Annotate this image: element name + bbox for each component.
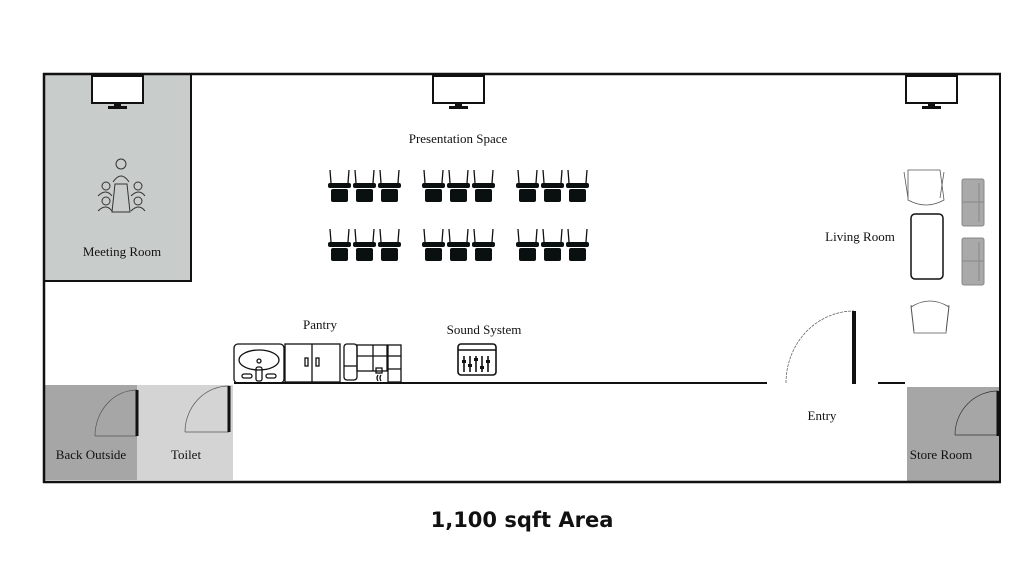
chair-icon (328, 228, 351, 261)
meeting-table-icon (97, 158, 146, 213)
armchair-top-icon (903, 169, 945, 206)
chair-icon (472, 228, 495, 261)
back-outside-area (44, 385, 137, 480)
chair-icon (516, 169, 539, 202)
coffee-table-icon (910, 213, 944, 280)
chair-icon (422, 169, 445, 202)
pantry-label: Pantry (303, 317, 337, 332)
chair-icon (328, 169, 351, 202)
monitor-icon (91, 75, 144, 109)
toilet-door-icon (184, 385, 231, 433)
meeting-room-label: Meeting Room (83, 244, 161, 259)
entry-label: Entry (808, 408, 837, 423)
chair-icon (447, 169, 470, 202)
area-title: 1,100 sqft Area (431, 508, 614, 532)
chair-icon (516, 228, 539, 261)
pantry-appliances-icon (233, 343, 402, 384)
toilet-area (137, 385, 233, 480)
chair-icon (378, 169, 401, 202)
sofa-top-icon (961, 178, 985, 227)
armchair-bottom-icon (910, 300, 950, 334)
presentation-space-label: Presentation Space (409, 131, 508, 146)
entry-door-icon (785, 310, 856, 384)
chair-icon (378, 228, 401, 261)
walls (42, 72, 1001, 484)
chair-icon (566, 228, 589, 261)
store-room-area (907, 387, 999, 482)
chair-icon (353, 169, 376, 202)
chair-icon (447, 228, 470, 261)
store-room-label: Store Room (910, 447, 972, 462)
sofa-bottom-icon (961, 237, 985, 286)
monitor-icon (905, 75, 958, 109)
chair-icon (566, 169, 589, 202)
back-outside-door-icon (94, 389, 139, 437)
back-outside-label: Back Outside (56, 447, 127, 462)
chair-icon (541, 228, 564, 261)
monitor-icon (432, 75, 485, 109)
chair-icon (541, 169, 564, 202)
sound-system-label: Sound System (447, 322, 522, 337)
toilet-label: Toilet (171, 447, 202, 462)
chair-icon (422, 228, 445, 261)
chair-icon (472, 169, 495, 202)
sound-mixer-icon (457, 343, 497, 376)
chair-icon (353, 228, 376, 261)
store-room-door-icon (954, 390, 1000, 436)
living-room-label: Living Room (825, 229, 895, 244)
